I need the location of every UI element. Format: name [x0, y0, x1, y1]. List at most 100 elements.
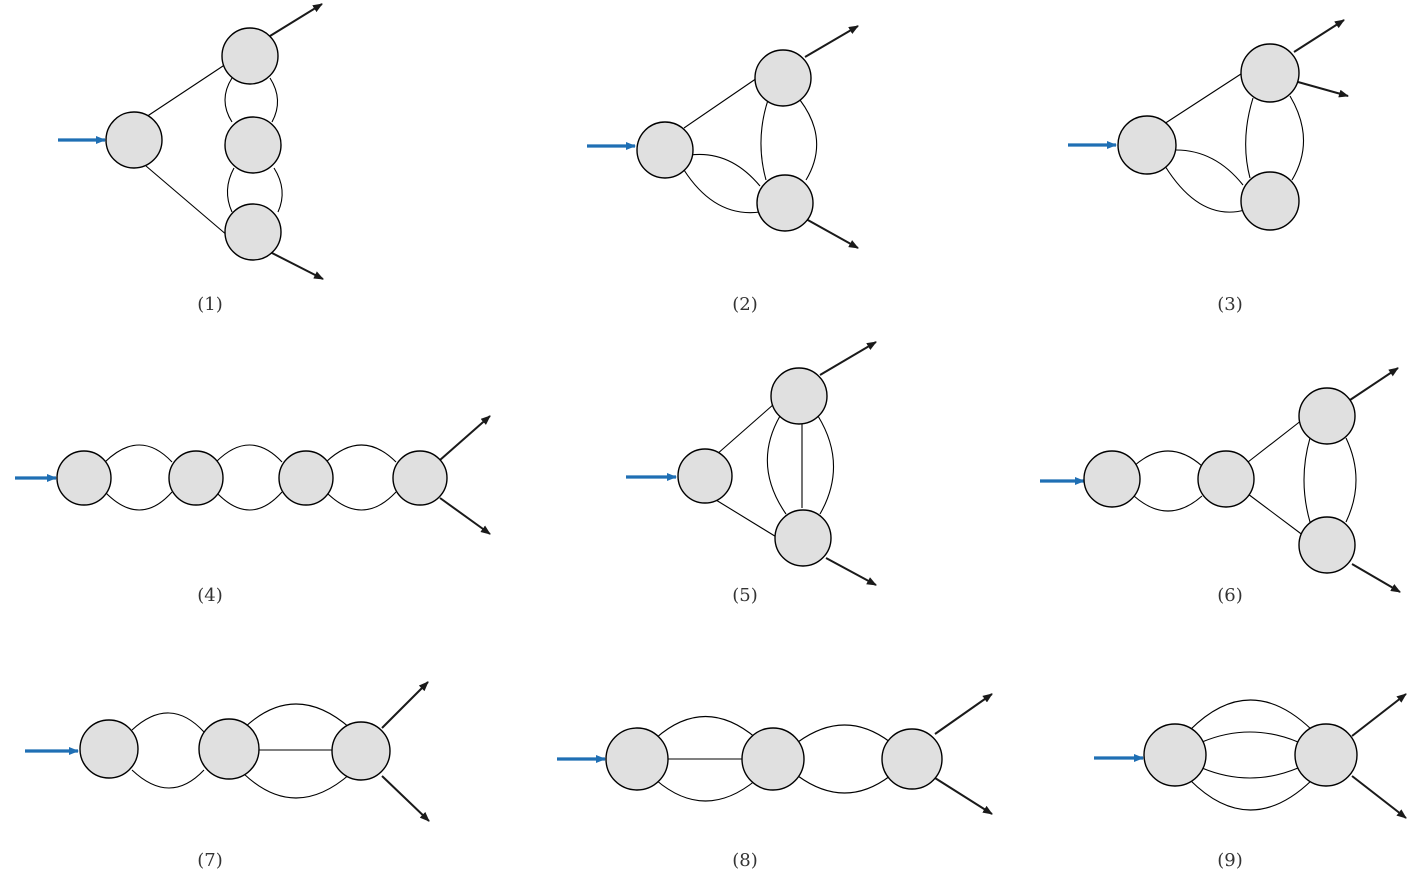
edge — [655, 779, 757, 802]
node — [278, 450, 334, 506]
node — [1298, 387, 1356, 445]
node — [677, 448, 733, 504]
outgoing-arrow — [1297, 81, 1349, 98]
node — [1294, 723, 1358, 787]
node — [741, 727, 805, 791]
node — [168, 450, 224, 506]
node — [1240, 43, 1300, 103]
node — [224, 116, 282, 174]
diagram-8: (8) — [557, 693, 993, 871]
outgoing-arrow — [1293, 19, 1345, 53]
node — [1298, 516, 1356, 574]
caption: (1) — [197, 294, 223, 315]
diagram-3: (3) — [1068, 19, 1349, 315]
edge — [131, 769, 205, 789]
edge — [325, 444, 397, 463]
diagram-6: (6) — [1040, 367, 1401, 606]
diagram-1: (1) — [58, 3, 324, 315]
edge — [797, 775, 891, 794]
edge — [325, 491, 397, 511]
diagram-4: (4) — [15, 415, 491, 606]
edge — [1164, 165, 1246, 213]
edge — [1245, 97, 1254, 179]
node — [79, 719, 139, 779]
edge — [683, 75, 761, 129]
outgoing-arrow — [805, 218, 859, 249]
edge — [243, 703, 351, 729]
edge — [689, 153, 761, 187]
edge — [1133, 450, 1203, 467]
outgoing-arrow — [1349, 367, 1399, 401]
edge — [131, 712, 205, 733]
caption: (2) — [732, 294, 758, 315]
edge — [1247, 419, 1303, 463]
node — [1240, 171, 1300, 231]
outgoing-arrow — [934, 693, 993, 735]
edge — [215, 491, 283, 511]
outgoing-arrow — [1351, 563, 1401, 593]
edge — [1189, 779, 1313, 811]
edge — [224, 77, 233, 123]
caption: (7) — [197, 850, 223, 871]
edge — [715, 499, 779, 539]
edge — [243, 773, 351, 799]
outgoing-arrow — [934, 777, 993, 815]
outgoing-arrow — [825, 557, 877, 586]
edge — [215, 444, 283, 463]
edge — [145, 63, 227, 118]
node — [754, 49, 812, 107]
edge — [1133, 495, 1203, 512]
edge — [683, 169, 761, 214]
outgoing-arrow — [804, 25, 859, 58]
node — [1083, 450, 1141, 508]
edge — [797, 724, 891, 743]
diagram-7: (7) — [25, 681, 430, 871]
edge — [273, 167, 283, 213]
edge — [1303, 437, 1311, 523]
outgoing-arrow — [1351, 693, 1407, 737]
edge — [1163, 71, 1245, 125]
node — [221, 27, 279, 85]
edge — [817, 415, 835, 515]
node — [56, 450, 112, 506]
node — [636, 121, 694, 179]
outgoing-arrow — [381, 681, 429, 729]
edge — [104, 444, 173, 463]
caption: (6) — [1217, 585, 1243, 606]
edge — [269, 77, 279, 123]
caption: (4) — [197, 585, 223, 606]
node — [1117, 115, 1177, 175]
node — [774, 509, 832, 567]
caption: (5) — [732, 585, 758, 606]
outgoing-arrow — [439, 497, 491, 535]
edge — [145, 165, 229, 237]
node — [756, 174, 814, 232]
edge — [760, 99, 769, 181]
node — [605, 727, 669, 791]
diagram-5: (5) — [626, 341, 877, 606]
outgoing-arrow — [381, 775, 430, 822]
outgoing-arrow — [271, 252, 324, 280]
node — [224, 203, 282, 261]
edge — [1175, 149, 1244, 186]
edge — [1345, 437, 1357, 523]
edge — [1189, 699, 1313, 731]
caption: (9) — [1217, 850, 1243, 871]
edge — [226, 167, 235, 213]
node — [105, 111, 163, 169]
edge — [715, 403, 775, 456]
diagram-2: (2) — [587, 25, 859, 315]
node — [881, 728, 943, 790]
edge — [104, 491, 173, 511]
edge — [655, 715, 757, 739]
outgoing-arrow — [269, 3, 323, 37]
node — [1143, 723, 1207, 787]
edge — [1247, 493, 1305, 537]
outgoing-arrow — [1351, 775, 1407, 819]
node — [392, 450, 448, 506]
edge — [1201, 767, 1299, 779]
edge — [799, 99, 818, 181]
node — [1197, 450, 1255, 508]
caption: (8) — [732, 850, 758, 871]
